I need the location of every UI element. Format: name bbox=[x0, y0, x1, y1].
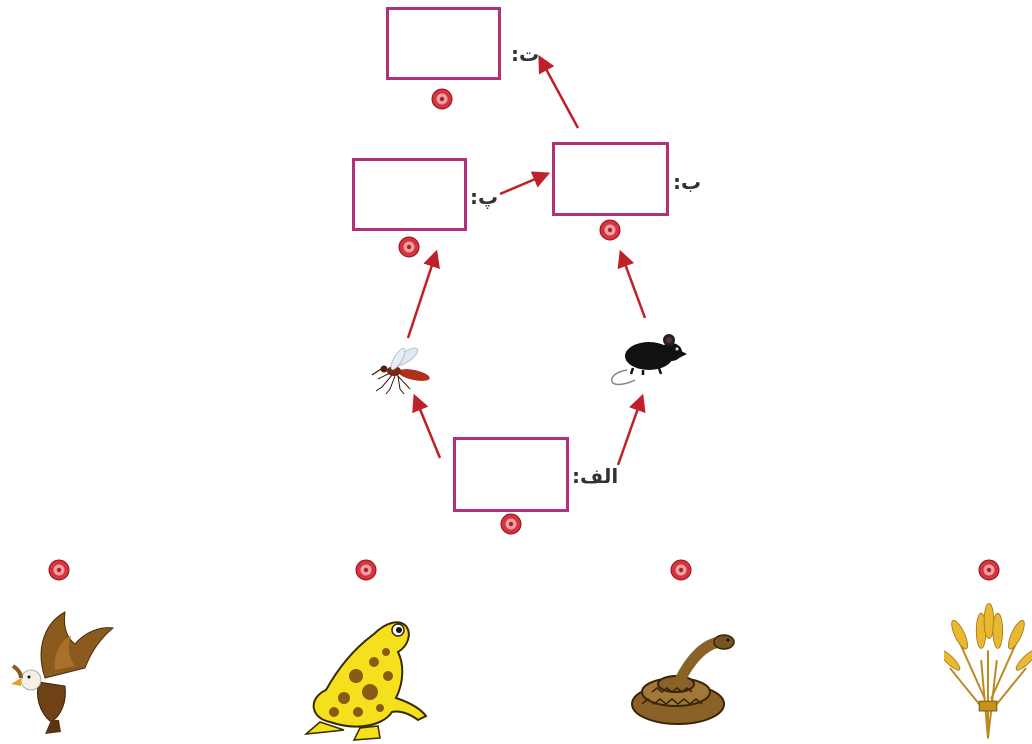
mouse-icon bbox=[611, 334, 687, 386]
arrow-icon bbox=[412, 393, 442, 459]
drop-target-icon[interactable] bbox=[48, 559, 70, 581]
drop-target-icon[interactable] bbox=[431, 88, 453, 110]
arrow-icon bbox=[499, 171, 551, 196]
drop-target-icon[interactable] bbox=[599, 219, 621, 241]
drop-target-icon[interactable] bbox=[670, 559, 692, 581]
drop-target-icon[interactable] bbox=[978, 559, 1000, 581]
arrow-icon bbox=[538, 54, 580, 129]
drop-target-icon[interactable] bbox=[398, 236, 420, 258]
drop-target-icon[interactable] bbox=[355, 559, 377, 581]
arrow-icon bbox=[617, 249, 647, 319]
answer-box-pe[interactable] bbox=[352, 158, 467, 231]
wheat-icon bbox=[944, 603, 1032, 739]
answer-box-te[interactable] bbox=[386, 7, 501, 80]
frog-icon bbox=[303, 621, 428, 741]
label-pe: پ: bbox=[470, 185, 499, 209]
answer-box-be[interactable] bbox=[552, 142, 669, 216]
label-te: ت: bbox=[511, 42, 540, 66]
label-be: ب: bbox=[673, 170, 702, 194]
mosquito-icon bbox=[371, 347, 430, 395]
label-alef: الف: bbox=[572, 464, 619, 488]
eagle-icon bbox=[11, 611, 115, 734]
snake-icon bbox=[631, 634, 735, 725]
arrow-icon bbox=[616, 393, 646, 466]
arrow-icon bbox=[406, 249, 440, 339]
answer-box-alef[interactable] bbox=[453, 437, 569, 512]
drop-target-icon[interactable] bbox=[500, 513, 522, 535]
